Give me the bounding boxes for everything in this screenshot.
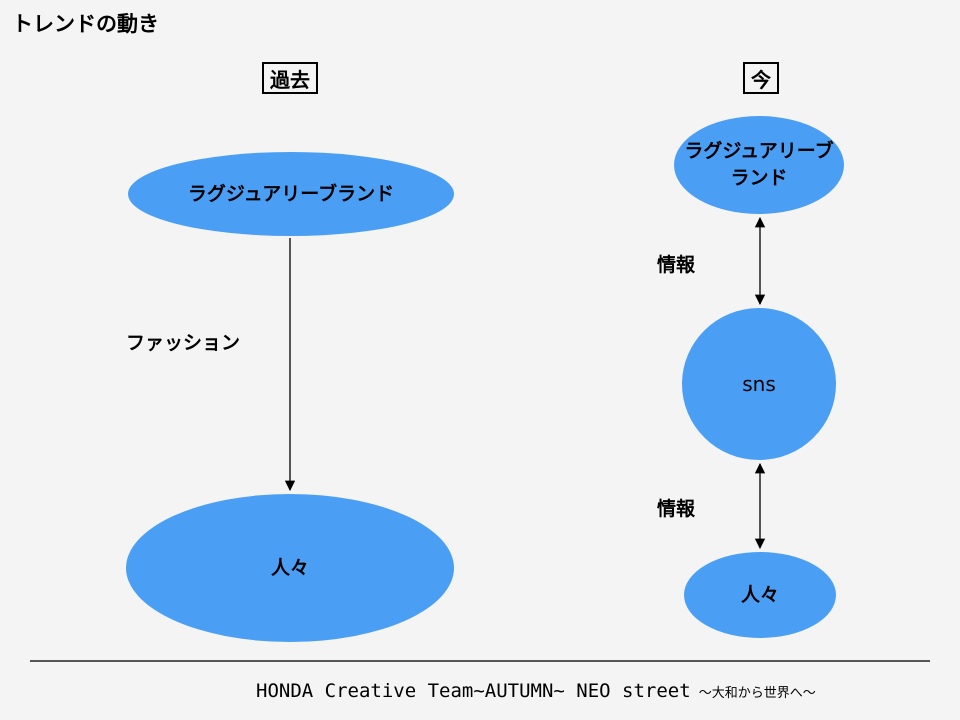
now-luxury-brand-label: ラグジュアリーブランド <box>684 140 834 189</box>
past-luxury-brand-label: ラグジュアリーブランド <box>187 182 395 205</box>
past-people-node: 人々 <box>126 494 454 642</box>
now-sns-node: sns <box>682 308 836 460</box>
now-sns-label: sns <box>742 372 776 396</box>
footer-tagline: 〜大和から世界へ〜 <box>698 686 816 701</box>
past-heading: 過去 <box>262 62 318 94</box>
past-fashion-label: ファッション <box>126 332 241 354</box>
footer-team-name: HONDA Creative Team~AUTUMN~ NEO street <box>256 680 691 702</box>
now-upper-info-label: 情報 <box>657 254 696 276</box>
past-people-label: 人々 <box>270 556 309 579</box>
now-lower-info-label: 情報 <box>657 498 696 520</box>
now-luxury-brand-node: ラグジュアリーブランド <box>674 116 844 214</box>
footer-divider <box>30 660 930 662</box>
past-luxury-brand-node: ラグジュアリーブランド <box>128 152 454 236</box>
footer: HONDA Creative Team~AUTUMN~ NEO street 〜大… <box>256 680 936 702</box>
page-title: トレンドの動き <box>12 12 159 36</box>
now-people-node: 人々 <box>684 552 836 638</box>
now-heading: 今 <box>743 62 779 94</box>
now-people-label: 人々 <box>740 583 779 606</box>
